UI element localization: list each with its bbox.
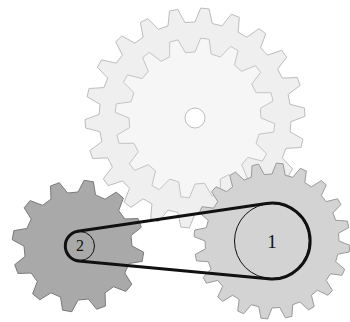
callout-number: 1 [267, 232, 277, 251]
inner-gear [115, 38, 275, 198]
right-gear [194, 163, 350, 319]
gear-axle-hole [185, 108, 205, 128]
pulley-circle: 2 [65, 231, 95, 261]
drive-belt [65, 203, 310, 279]
pulley-circle: 1 [234, 203, 310, 279]
left-gear [12, 180, 143, 311]
callout-number: 2 [76, 238, 84, 254]
